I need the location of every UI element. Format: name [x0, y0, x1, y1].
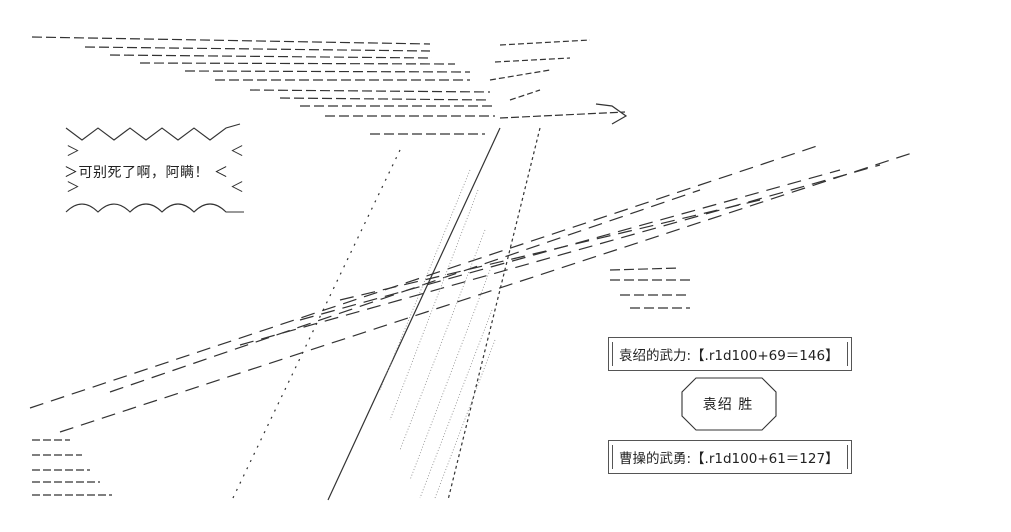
- dice-roll-2-text: 曹操的武勇:【.r1d100+61＝127】: [619, 451, 839, 467]
- dice-roll-cao-cao: 曹操的武勇:【.r1d100+61＝127】: [608, 440, 852, 474]
- lower-shaft-right-edge: [327, 127, 541, 501]
- bottom-left-dashes: [32, 439, 112, 496]
- dice-roll-yuan-shao: 袁绍的武力:【.r1d100+69＝146】: [608, 337, 852, 371]
- upper-spear-strokes: [31, 36, 495, 135]
- lower-shaft-left-edge: [231, 149, 401, 501]
- victory-octagon: [681, 377, 777, 431]
- svg-text:＞: ＞: [66, 144, 80, 160]
- speech-bubble-border: ＞ ＜ ＞ ＜: [65, 123, 244, 213]
- svg-text:＞: ＞: [66, 180, 80, 196]
- crossing-lance-strokes: [29, 144, 916, 433]
- spear-head-strokes: [489, 39, 628, 125]
- shaft-dot-fill: [379, 169, 496, 499]
- dice-roll-1-text: 袁绍的武力:【.r1d100+69＝146】: [619, 348, 839, 364]
- victory-label: 袁绍 胜: [702, 397, 754, 413]
- svg-text:＜: ＜: [230, 144, 244, 160]
- svg-text:＜: ＜: [230, 180, 244, 196]
- right-floating-dashes: [609, 267, 690, 309]
- speech-text: ＞可别死了啊，阿瞒！ ＜: [64, 165, 229, 181]
